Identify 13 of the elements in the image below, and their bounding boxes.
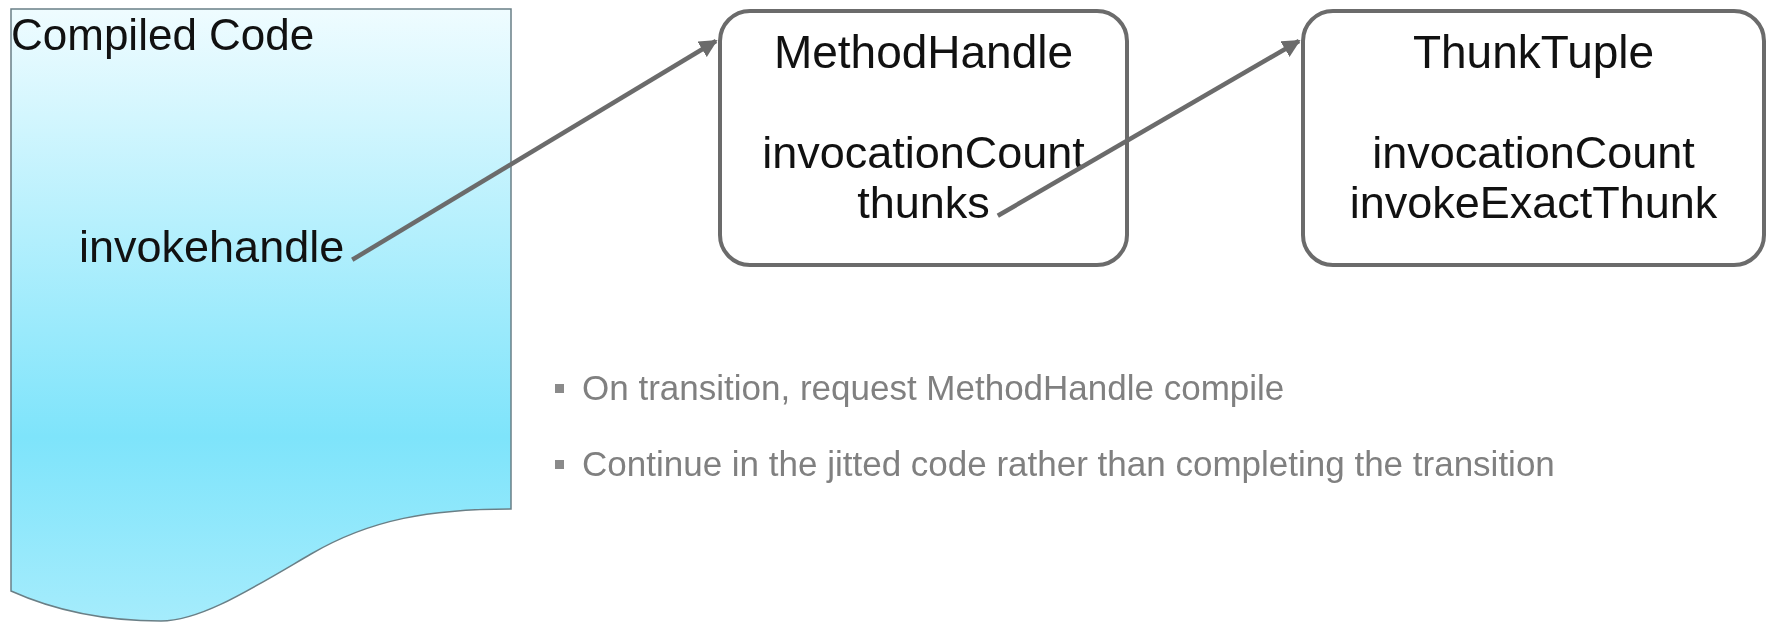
bullet-text: On transition, request MethodHandle compile — [582, 368, 1285, 408]
object-box — [718, 9, 1129, 267]
object-box — [1301, 9, 1766, 267]
field-name: thunks — [857, 178, 990, 229]
document-title: Compiled Code — [11, 11, 315, 60]
bullet-text: Continue in the jitted code rather than completing the transition — [582, 444, 1555, 484]
object-name: MethodHandle — [773, 27, 1074, 78]
code-label: invokehandle — [79, 222, 345, 273]
object-name: ThunkTuple — [1412, 27, 1655, 78]
field-names: invocationCount invokeExactThunk — [1348, 127, 1719, 229]
arrow — [996, 39, 1301, 218]
field-names: invocationCount — [761, 127, 1086, 178]
arrow — [351, 39, 718, 262]
